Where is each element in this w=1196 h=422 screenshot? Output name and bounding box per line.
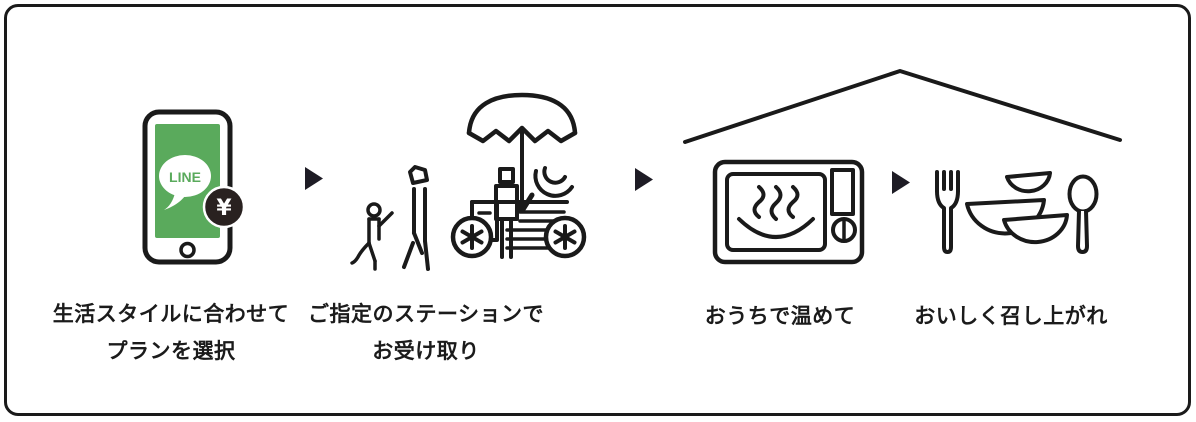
steam-arcs	[533, 166, 574, 198]
step-caption-enjoy-meal: おいしく召し上がれ	[914, 298, 1108, 335]
line-app-phone-payment-icon: LINE ¥	[142, 109, 246, 265]
step-caption-heat-at-home: おうちで温めて	[705, 298, 856, 335]
cart-wheel-right-icon	[543, 215, 587, 259]
adult-figure	[402, 165, 430, 271]
child-figure	[350, 202, 394, 271]
phone-home-button	[179, 241, 196, 259]
fork-icon	[935, 170, 960, 254]
microwave-window	[725, 172, 827, 252]
caption-line: おうちで温めて	[704, 305, 856, 328]
yen-symbol: ¥	[216, 196, 232, 221]
microwave-panel	[830, 168, 855, 216]
caption-line: おいしく召し上がれ	[914, 305, 1108, 328]
steam-icon	[752, 185, 800, 221]
step-arrow-icon	[892, 171, 910, 194]
step-arrow-icon	[305, 167, 323, 190]
caption-line: 生活スタイルに合わせて	[52, 303, 290, 326]
dish-icon	[737, 217, 815, 239]
house-roof-icon	[683, 69, 1122, 144]
spoon-icon	[1067, 174, 1099, 254]
step-arrow-icon	[635, 168, 653, 191]
yen-badge-icon: ¥	[202, 185, 246, 229]
caption-line: プランを選択	[106, 340, 236, 363]
cart-wheel-left-icon	[450, 215, 494, 259]
microwave-knob-icon	[831, 217, 857, 243]
pickup-station-cart-icon	[350, 92, 587, 271]
step-caption-pickup-station: ご指定のステーションで お受け取り	[308, 296, 544, 370]
vendor-figure	[494, 167, 519, 221]
line-logo-bubble: LINE	[159, 155, 211, 210]
line-logo-label: LINE	[169, 169, 201, 185]
microwave-icon	[712, 159, 865, 265]
step-caption-choose-plan: 生活スタイルに合わせて プランを選択	[53, 296, 290, 370]
caption-line: ご指定のステーションで	[307, 303, 545, 326]
caption-line: お受け取り	[372, 340, 480, 363]
tableware-icon	[935, 170, 1099, 254]
bowls-icon	[965, 171, 1069, 245]
process-card: LINE ¥	[4, 4, 1191, 416]
